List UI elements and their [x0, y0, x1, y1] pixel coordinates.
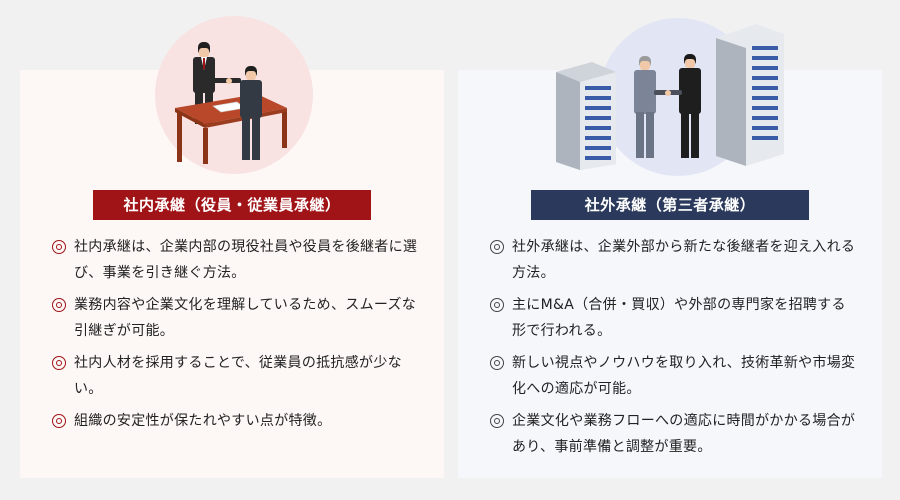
list-item: 社外承継は、企業外部から新たな後継者を迎え入れる方法。 [490, 234, 860, 286]
external-succession-title: 社外承継（第三者承継） [531, 190, 809, 220]
list-item-text: 社内人材を採用することで、従業員の抵抗感が少ない。 [74, 355, 402, 397]
list-item: 企業文化や業務フローへの適応に時間がかかる場合があり、事前準備と調整が重要。 [490, 408, 860, 460]
handshake-at-desk-icon [175, 42, 287, 164]
double-circle-icon [490, 240, 504, 254]
double-circle-icon [52, 356, 66, 370]
double-circle-icon [52, 298, 66, 312]
handshake-between-buildings-icon [556, 24, 784, 170]
list-item-text: 企業文化や業務フローへの適応に時間がかかる場合があり、事前準備と調整が重要。 [512, 413, 856, 455]
internal-succession-title: 社内承継（役員・従業員承継） [93, 190, 371, 220]
list-item: 主にM&A（合併・買収）や外部の専門家を招聘する形で行われる。 [490, 292, 860, 344]
list-item-text: 社内承継は、企業内部の現役社員や役員を後継者に選び、事業を引き継ぐ方法。 [74, 239, 418, 281]
list-item: 組織の安定性が保たれやすい点が特徴。 [52, 408, 427, 434]
list-item-text: 組織の安定性が保たれやすい点が特徴。 [74, 413, 332, 429]
list-item-text: 新しい視点やノウハウを取り入れ、技術革新や市場変化への適応が可能。 [512, 355, 856, 397]
external-succession-list: 社外承継は、企業外部から新たな後継者を迎え入れる方法。 主にM&A（合併・買収）… [490, 234, 860, 466]
double-circle-icon [52, 240, 66, 254]
list-item: 社内人材を採用することで、従業員の抵抗感が少ない。 [52, 350, 427, 402]
list-item: 社内承継は、企業内部の現役社員や役員を後継者に選び、事業を引き継ぐ方法。 [52, 234, 427, 286]
internal-succession-list: 社内承継は、企業内部の現役社員や役員を後継者に選び、事業を引き継ぐ方法。 業務内… [52, 234, 427, 440]
list-item-text: 業務内容や企業文化を理解しているため、スムーズな引継ぎが可能。 [74, 297, 417, 339]
double-circle-icon [52, 414, 66, 428]
double-circle-icon [490, 298, 504, 312]
list-item-text: 社外承継は、企業外部から新たな後継者を迎え入れる方法。 [512, 239, 856, 281]
list-item: 新しい視点やノウハウを取り入れ、技術革新や市場変化への適応が可能。 [490, 350, 860, 402]
list-item-text: 主にM&A（合併・買収）や外部の専門家を招聘する形で行われる。 [512, 297, 846, 339]
double-circle-icon [490, 356, 504, 370]
double-circle-icon [490, 414, 504, 428]
list-item: 業務内容や企業文化を理解しているため、スムーズな引継ぎが可能。 [52, 292, 427, 344]
